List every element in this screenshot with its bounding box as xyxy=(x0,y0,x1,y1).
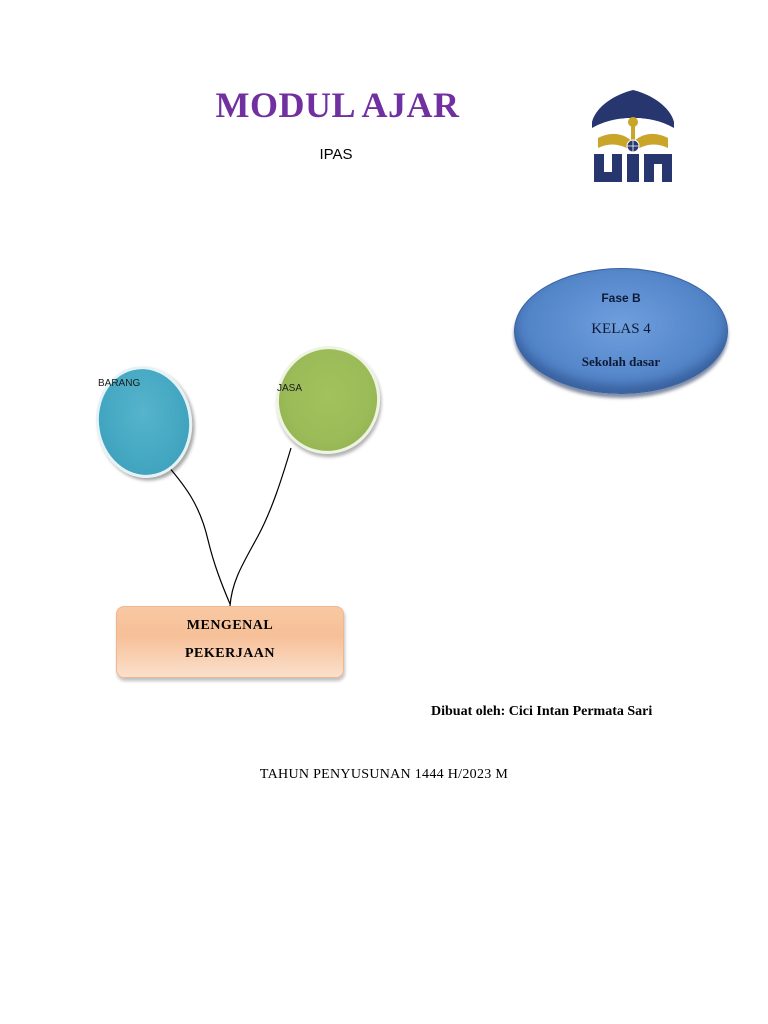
balloon-barang-label: BARANG xyxy=(98,378,141,389)
author-credit: Dibuat oleh: Cici Intan Permata Sari xyxy=(431,704,653,719)
topic-box: MENGENAL PEKERJAAN xyxy=(116,606,344,678)
subject-label: IPAS xyxy=(319,146,353,163)
uin-logo-icon xyxy=(592,90,674,182)
balloon-jasa xyxy=(265,336,391,464)
class-label: KELAS 4 xyxy=(591,321,651,337)
phase-oval: Fase B KELAS 4 Sekolah dasar xyxy=(514,268,728,394)
year-label: TAHUN PENYUSUNAN 1444 H/2023 M xyxy=(259,767,509,782)
topic-line-2: PEKERJAAN xyxy=(184,646,276,661)
topic-line-1: MENGENAL xyxy=(186,618,274,633)
phase-label: Fase B xyxy=(601,291,641,305)
balloon-jasa-label: JASA xyxy=(277,383,303,394)
school-label: Sekolah dasar xyxy=(581,354,661,369)
document-title: MODUL AJAR xyxy=(215,85,460,125)
